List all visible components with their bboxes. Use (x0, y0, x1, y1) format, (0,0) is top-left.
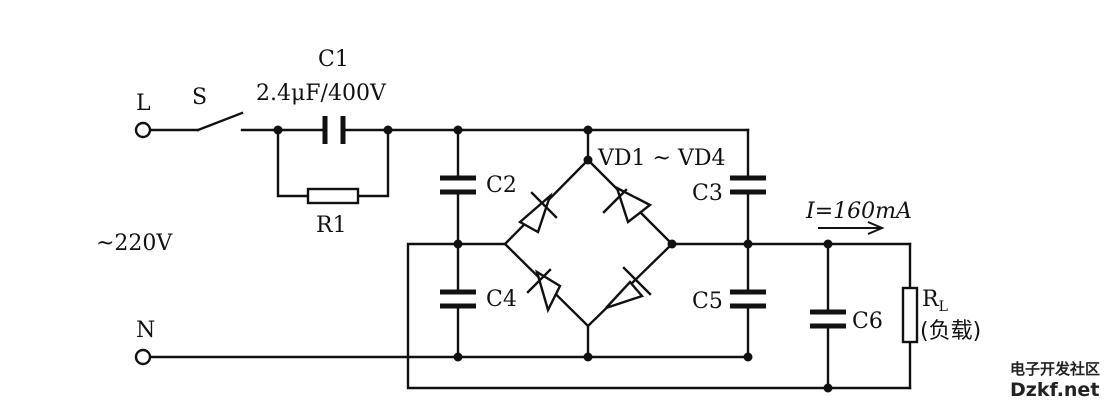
switch-blade (196, 111, 244, 132)
resistor-r1 (306, 187, 360, 205)
label-load-desc: (负载) (920, 319, 981, 344)
bridge-diamond (503, 158, 674, 328)
label-n: N (136, 318, 155, 343)
diode-vd-lower-left (526, 268, 562, 314)
current-arrow-icon (818, 221, 885, 235)
resistor-rl (901, 286, 919, 344)
watermark-site: Dzkf.net (1010, 379, 1099, 401)
label-c4: C4 (486, 287, 517, 312)
diode-bridge (503, 158, 674, 328)
capacitor-c2 (440, 175, 476, 195)
label-c3: C3 (692, 181, 723, 206)
wire-r1-right (356, 128, 390, 198)
terminal-n (134, 348, 152, 366)
diode-vd-upper-left (517, 191, 558, 234)
wire-r1-left (276, 128, 310, 198)
capacitor-c4 (440, 289, 476, 309)
label-r1: R1 (316, 213, 347, 238)
diode-vd-lower-right (605, 266, 652, 310)
label-supply: ~220V (96, 231, 173, 256)
watermark-cn: 电子开发社区 (1010, 360, 1100, 378)
label-c2: C2 (486, 173, 517, 198)
diode-vd-upper-right (602, 185, 653, 224)
label-c6: C6 (852, 309, 883, 334)
wire-return-loop (406, 242, 912, 390)
capacitor-c1 (322, 116, 346, 144)
terminal-l (134, 121, 152, 139)
label-bridge: VD1 ~ VD4 (597, 146, 725, 171)
wires (148, 111, 912, 390)
capacitor-c3 (730, 175, 766, 195)
capacitor-c5 (730, 289, 766, 309)
label-l: L (136, 91, 151, 116)
label-c1: C1 (318, 47, 349, 72)
label-switch: S (192, 85, 207, 110)
label-c1-value: 2.4μF/400V (256, 81, 387, 106)
label-rl: RL (922, 287, 948, 315)
label-c5: C5 (692, 289, 723, 314)
label-current: I=160mA (805, 199, 912, 224)
capacitor-c6 (810, 309, 846, 329)
junctions (273, 125, 833, 393)
